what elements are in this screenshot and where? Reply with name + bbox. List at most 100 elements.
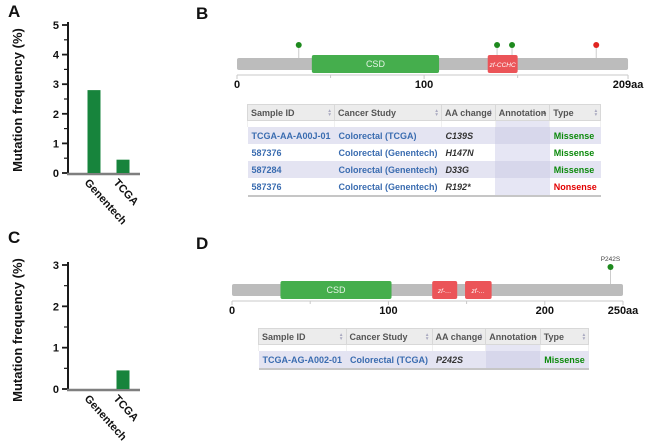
column-header-sample-id[interactable]: ▴▾Sample ID bbox=[258, 328, 347, 345]
column-header-label: Annotation bbox=[498, 107, 547, 118]
sort-both-icon[interactable]: ▴▾ bbox=[488, 107, 492, 118]
column-header-annotation[interactable]: ▴Annotation bbox=[494, 104, 551, 121]
sort-both-icon[interactable]: ▴▾ bbox=[479, 331, 483, 342]
aa-change-cell: R192* bbox=[441, 178, 496, 197]
column-header-annotation[interactable]: ▴Annotation bbox=[485, 328, 541, 345]
cancer-study-cell: Colorectal (Genentech) bbox=[334, 178, 442, 197]
sample-id-cell: 587376 bbox=[247, 144, 335, 161]
table-row: TCGA-AA-A00J-01 Colorectal (TCGA) C139S Mis… bbox=[247, 127, 601, 144]
cancer-study-link[interactable]: Colorectal (TCGA) bbox=[350, 354, 429, 365]
column-header-label: Sample ID bbox=[251, 107, 295, 118]
spacer-cell bbox=[485, 344, 541, 351]
sample-id-cell: TCGA-AG-A002-01 bbox=[258, 351, 347, 370]
aa-change-cell: C139S bbox=[441, 127, 496, 144]
domain-csd bbox=[280, 281, 392, 299]
y-tick-label: 2 bbox=[53, 109, 59, 121]
sort-both-icon[interactable]: ▴▾ bbox=[339, 331, 343, 342]
y-tick-label: 0 bbox=[53, 384, 59, 396]
aa-change-value: R192* bbox=[445, 181, 471, 192]
sort-both-icon[interactable]: ▴▾ bbox=[582, 331, 586, 342]
panel-a-label: A bbox=[8, 2, 21, 21]
y-tick-label: 2 bbox=[53, 301, 59, 313]
mutation-type-value: Missense bbox=[544, 354, 585, 365]
bar-tcga bbox=[116, 370, 130, 389]
sample-id-cell: 587284 bbox=[247, 161, 335, 178]
annotation-cell bbox=[485, 351, 541, 370]
column-header-cancer-study[interactable]: ▴▾ Cancer Study bbox=[334, 104, 443, 121]
column-header-sample-id[interactable]: ▴▾ Sample ID bbox=[246, 104, 336, 121]
column-header-label: Cancer Study bbox=[338, 107, 397, 118]
spacer-cell bbox=[334, 120, 443, 127]
cancer-study-link[interactable]: Colorectal (Genentech) bbox=[338, 147, 438, 158]
panel-c-label: C bbox=[8, 228, 21, 247]
table-row: 587376 Colorectal (Genentech) H147N Missens… bbox=[247, 144, 601, 161]
table-header-spacer-row bbox=[246, 120, 602, 127]
mutation-type-value: Missense bbox=[553, 164, 595, 175]
domain-label: CSD bbox=[326, 285, 346, 295]
cancer-study-link[interactable]: Colorectal (Genentech) bbox=[338, 181, 438, 192]
domain-label: zf-… bbox=[470, 288, 485, 295]
column-header-aa-change[interactable]: ▴▾AA change bbox=[431, 328, 487, 345]
spacer-cell bbox=[539, 344, 590, 351]
aa-tick-label: 209aa bbox=[613, 79, 644, 91]
column-header-label: Type bbox=[543, 331, 565, 342]
column-header-cancer-study[interactable]: ▴▾ Cancer Study bbox=[345, 328, 433, 345]
sample-id-link[interactable]: 587376 bbox=[251, 147, 282, 158]
annotation-cell bbox=[495, 127, 550, 144]
column-header-label: Cancer Study bbox=[349, 331, 408, 342]
aa-tick-label: 200 bbox=[536, 305, 554, 317]
mutation-type-value: Missense bbox=[553, 130, 595, 141]
aa-change-cell: H147N bbox=[441, 144, 496, 161]
table-row: 587284 Colorectal (Genentech)D33G Missense bbox=[247, 161, 601, 178]
domain-csd bbox=[311, 55, 440, 73]
y-tick-label: 1 bbox=[53, 138, 59, 150]
bar-tcga bbox=[116, 159, 130, 173]
sample-id-link[interactable]: TCGA-AG-A002-01 bbox=[262, 354, 343, 365]
column-header-type[interactable]: ▴▾ Type bbox=[549, 104, 602, 121]
type-cell: Missense bbox=[549, 144, 601, 161]
column-header-label: Type bbox=[553, 107, 574, 118]
annotation-cell bbox=[495, 178, 550, 197]
sort-both-icon[interactable]: ▴▾ bbox=[425, 331, 429, 342]
cancer-study-link[interactable]: Colorectal (Genentech) bbox=[338, 164, 438, 175]
sort-ascending-icon[interactable]: ▴ bbox=[533, 332, 537, 340]
cancer-study-cell: Colorectal (TCGA) bbox=[346, 351, 433, 370]
aa-change-cell: D33G bbox=[441, 161, 496, 178]
sample-id-cell: 587376 bbox=[247, 178, 335, 197]
sample-id-link[interactable]: 587284 bbox=[251, 164, 282, 175]
cancer-study-link[interactable]: Colorectal (TCGA) bbox=[338, 130, 417, 141]
column-header-label: Annotation bbox=[489, 331, 537, 342]
sort-both-icon[interactable]: ▴▾ bbox=[594, 107, 598, 118]
spacer-cell bbox=[431, 344, 487, 351]
mutation-table: ▴▾Sample ID▴▾Cancer Study▴▾AA change▴Ann… bbox=[258, 328, 590, 370]
aa-tick-label: 100 bbox=[379, 305, 397, 317]
type-cell: Missense bbox=[549, 161, 601, 178]
spacer-cell bbox=[345, 344, 433, 351]
column-header-type[interactable]: ▴▾ Type bbox=[539, 328, 590, 345]
sort-both-icon[interactable]: ▴▾ bbox=[435, 107, 439, 118]
sample-id-link[interactable]: TCGA-AA-A00J-01 bbox=[251, 130, 331, 141]
panel-d-label: D bbox=[196, 234, 209, 253]
aa-tick-label: 0 bbox=[229, 305, 235, 317]
column-header-aa-change[interactable]: ▴▾AA change bbox=[441, 104, 496, 121]
type-cell: Missense bbox=[549, 127, 601, 144]
sample-id-link[interactable]: 587376 bbox=[251, 181, 282, 192]
mutation-dot-d33g bbox=[295, 42, 302, 48]
aa-change-value: H147N bbox=[445, 147, 474, 158]
mutation-label: P242S bbox=[601, 256, 621, 263]
spacer-cell bbox=[441, 120, 496, 127]
mutation-type-value: Missense bbox=[553, 147, 595, 158]
mutation-table: ▴▾Sample ID▴▾Cancer Study▴▾AA change▴Ann… bbox=[246, 104, 602, 197]
domain-zfcchc bbox=[487, 55, 518, 73]
sort-both-icon[interactable]: ▴▾ bbox=[328, 107, 332, 118]
aa-tick-label: 100 bbox=[415, 79, 433, 91]
bar-genentech bbox=[87, 90, 101, 173]
sample-id-cell: TCGA-AA-A00J-01 bbox=[247, 127, 335, 144]
domain-label: zf-… bbox=[437, 288, 452, 295]
type-cell: Missense bbox=[540, 351, 589, 370]
sort-ascending-icon[interactable]: ▴ bbox=[542, 108, 547, 116]
y-tick-label: 3 bbox=[53, 260, 59, 272]
